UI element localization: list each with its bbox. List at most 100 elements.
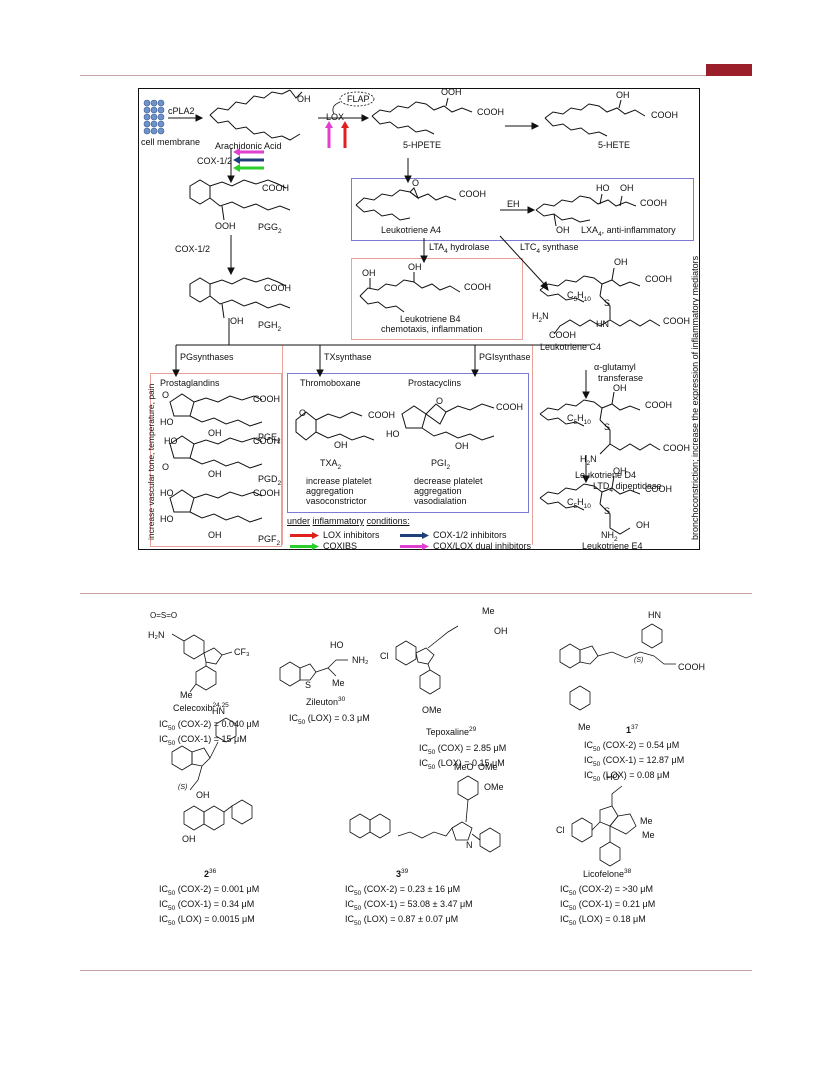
legend-title: under inflammatory conditions: bbox=[287, 516, 410, 526]
pgi2-ho: HO bbox=[386, 429, 400, 439]
c1-me: Me bbox=[578, 722, 591, 732]
lte4-cooh: COOH bbox=[645, 484, 672, 494]
c2-oh: OH bbox=[196, 790, 210, 800]
pgg2-label: PGG2 bbox=[258, 222, 282, 235]
hete-label: 5-HETE bbox=[598, 140, 631, 150]
ltd4-cooh: COOH bbox=[645, 400, 672, 410]
lxa4-oh2: OH bbox=[556, 225, 570, 235]
ltd4-label: Leukotriene D4 bbox=[575, 470, 637, 480]
ltd4-cooh2: COOH bbox=[663, 443, 690, 453]
lico-me: Me bbox=[640, 816, 653, 826]
pgf2-cooh: COOH bbox=[253, 488, 280, 498]
ltc4-h2n: H2N bbox=[532, 311, 549, 324]
c3-n: N bbox=[466, 840, 473, 850]
c1-name: 137 bbox=[626, 724, 639, 735]
lico-cl: Cl bbox=[556, 825, 565, 835]
c2-s: (S) bbox=[178, 784, 188, 791]
pathway-figure bbox=[138, 88, 700, 550]
c3-meo: MeO bbox=[454, 762, 474, 772]
pgd2-label: PGD2 bbox=[258, 474, 282, 487]
lox-label: LOX bbox=[326, 112, 345, 122]
c2-name: 236 bbox=[204, 868, 217, 879]
c2-ic2: IC50 (COX-1) = 0.34 μM bbox=[159, 899, 255, 912]
ltb4-role: chemotaxis, inflammation bbox=[381, 324, 483, 334]
tepoxaline-me: Me bbox=[482, 606, 495, 616]
lxa4-ho: HO bbox=[596, 183, 610, 193]
flap-label: FLAP bbox=[347, 94, 370, 104]
tepoxaline-name: Tepoxaline29 bbox=[426, 726, 477, 737]
pgg2-cooh: COOH bbox=[262, 183, 289, 193]
c1-cooh: COOH bbox=[678, 662, 705, 672]
glutamyl-label: α-glutamyl bbox=[594, 362, 636, 372]
transferase-label: transferase bbox=[598, 373, 644, 383]
prostaglandin-box bbox=[150, 373, 282, 547]
pgi2-label: PGI2 bbox=[431, 458, 451, 471]
tx-effect-3: vasoconstrictor bbox=[306, 496, 367, 506]
hpete-cooh: COOH bbox=[477, 107, 504, 117]
prostaglandins-label: Prostaglandins bbox=[160, 378, 220, 388]
lta4-box bbox=[351, 178, 694, 241]
ltd4-s: S bbox=[604, 422, 611, 432]
c1-ic3: IC50 (LOX) = 0.08 μM bbox=[584, 770, 670, 783]
tx-effect-1: increase platelet bbox=[306, 476, 372, 486]
licofelone-ic3: IC50 (LOX) = 0.18 μM bbox=[560, 914, 646, 927]
lte4-c5h10: C5H10 bbox=[567, 497, 591, 510]
zileuton-me: Me bbox=[332, 678, 345, 688]
celecoxib-cf3: CF₃ bbox=[234, 647, 250, 657]
ltd4-oh: OH bbox=[613, 383, 627, 393]
pgf2-ho2: HO bbox=[160, 514, 174, 524]
ltb4-box bbox=[351, 258, 523, 340]
ltc4-hn: HN bbox=[596, 319, 609, 329]
pgi-effect-2: aggregation bbox=[414, 486, 462, 496]
c2-oh2: OH bbox=[182, 834, 196, 844]
tx-pgi-box bbox=[287, 373, 529, 513]
pgf2-oh: OH bbox=[208, 530, 222, 540]
mid-rule bbox=[80, 593, 752, 594]
zileuton-nh2: NH₂ bbox=[352, 655, 369, 665]
tx-pgi-outer-red bbox=[282, 345, 533, 545]
pge2-oh: OH bbox=[208, 428, 222, 438]
pgsynthases-label: PGsynthases bbox=[180, 352, 234, 362]
cox12-top-label: COX-1/2 bbox=[197, 156, 233, 166]
eh-label: EH bbox=[507, 199, 520, 209]
celecoxib-name: Celecoxib24,25 bbox=[173, 702, 229, 713]
accent-tab bbox=[706, 64, 752, 76]
ltb4-oh1: OH bbox=[362, 268, 376, 278]
ltc4-oh: OH bbox=[614, 257, 628, 267]
licofelone-ic2: IC50 (COX-1) = 0.21 μM bbox=[560, 899, 656, 912]
lte4-s: S bbox=[604, 506, 611, 516]
lta4-label: Leukotriene A4 bbox=[381, 225, 442, 235]
cox12-mid-label: COX-1/2 bbox=[175, 244, 211, 254]
pgi-effect-1: decrease platelet bbox=[414, 476, 483, 486]
pgisynthase-label: PGIsynthase bbox=[479, 352, 531, 362]
cox-inhibitor-marks bbox=[233, 148, 264, 172]
pgi2-oh: OH bbox=[455, 441, 469, 451]
c1-hn: HN bbox=[648, 610, 661, 620]
ltc4-label: Leukotriene C4 bbox=[540, 342, 602, 352]
lte4-oh2: OH bbox=[636, 520, 650, 530]
pgh2-oh: OH bbox=[230, 316, 244, 326]
ltc4-cooh3: COOH bbox=[549, 330, 576, 340]
pgd2-ho: HO bbox=[164, 436, 178, 446]
legend-item-cox12: COX-1/2 inhibitors bbox=[400, 530, 530, 541]
cpla2-label: cPLA2 bbox=[168, 106, 195, 116]
c1-ic1: IC50 (COX-2) = 0.54 μM bbox=[584, 740, 680, 753]
pgd2-o: O bbox=[162, 462, 170, 472]
lox-inhibitor-marks bbox=[325, 121, 349, 148]
c3-ome2: OMe bbox=[484, 782, 504, 792]
txsynthase-label: TXsynthase bbox=[324, 352, 372, 362]
ltc4-synthase-label: LTC4 synthase bbox=[520, 242, 579, 255]
legend-item-dual: COX/LOX dual inhibitors bbox=[400, 541, 531, 552]
arachidonic-acid-label: Arachidonic Acid bbox=[215, 141, 282, 151]
c2-hn: HN bbox=[212, 706, 225, 716]
pge2-ho: HO bbox=[160, 417, 174, 427]
pgg2-ooh: OOH bbox=[215, 221, 236, 231]
pgh2-cooh: COOH bbox=[264, 283, 291, 293]
cell-membrane-icon bbox=[143, 99, 165, 135]
pgi2-o: O bbox=[436, 396, 444, 406]
celecoxib-ic2: IC50 (COX-1) = 15 μM bbox=[159, 734, 247, 747]
tepoxaline-cl: Cl bbox=[380, 651, 389, 661]
legend-item-lox: LOX inhibitors bbox=[290, 530, 410, 541]
ltc4-c5h10: C5H10 bbox=[567, 290, 591, 303]
lico-me2: Me bbox=[642, 830, 655, 840]
